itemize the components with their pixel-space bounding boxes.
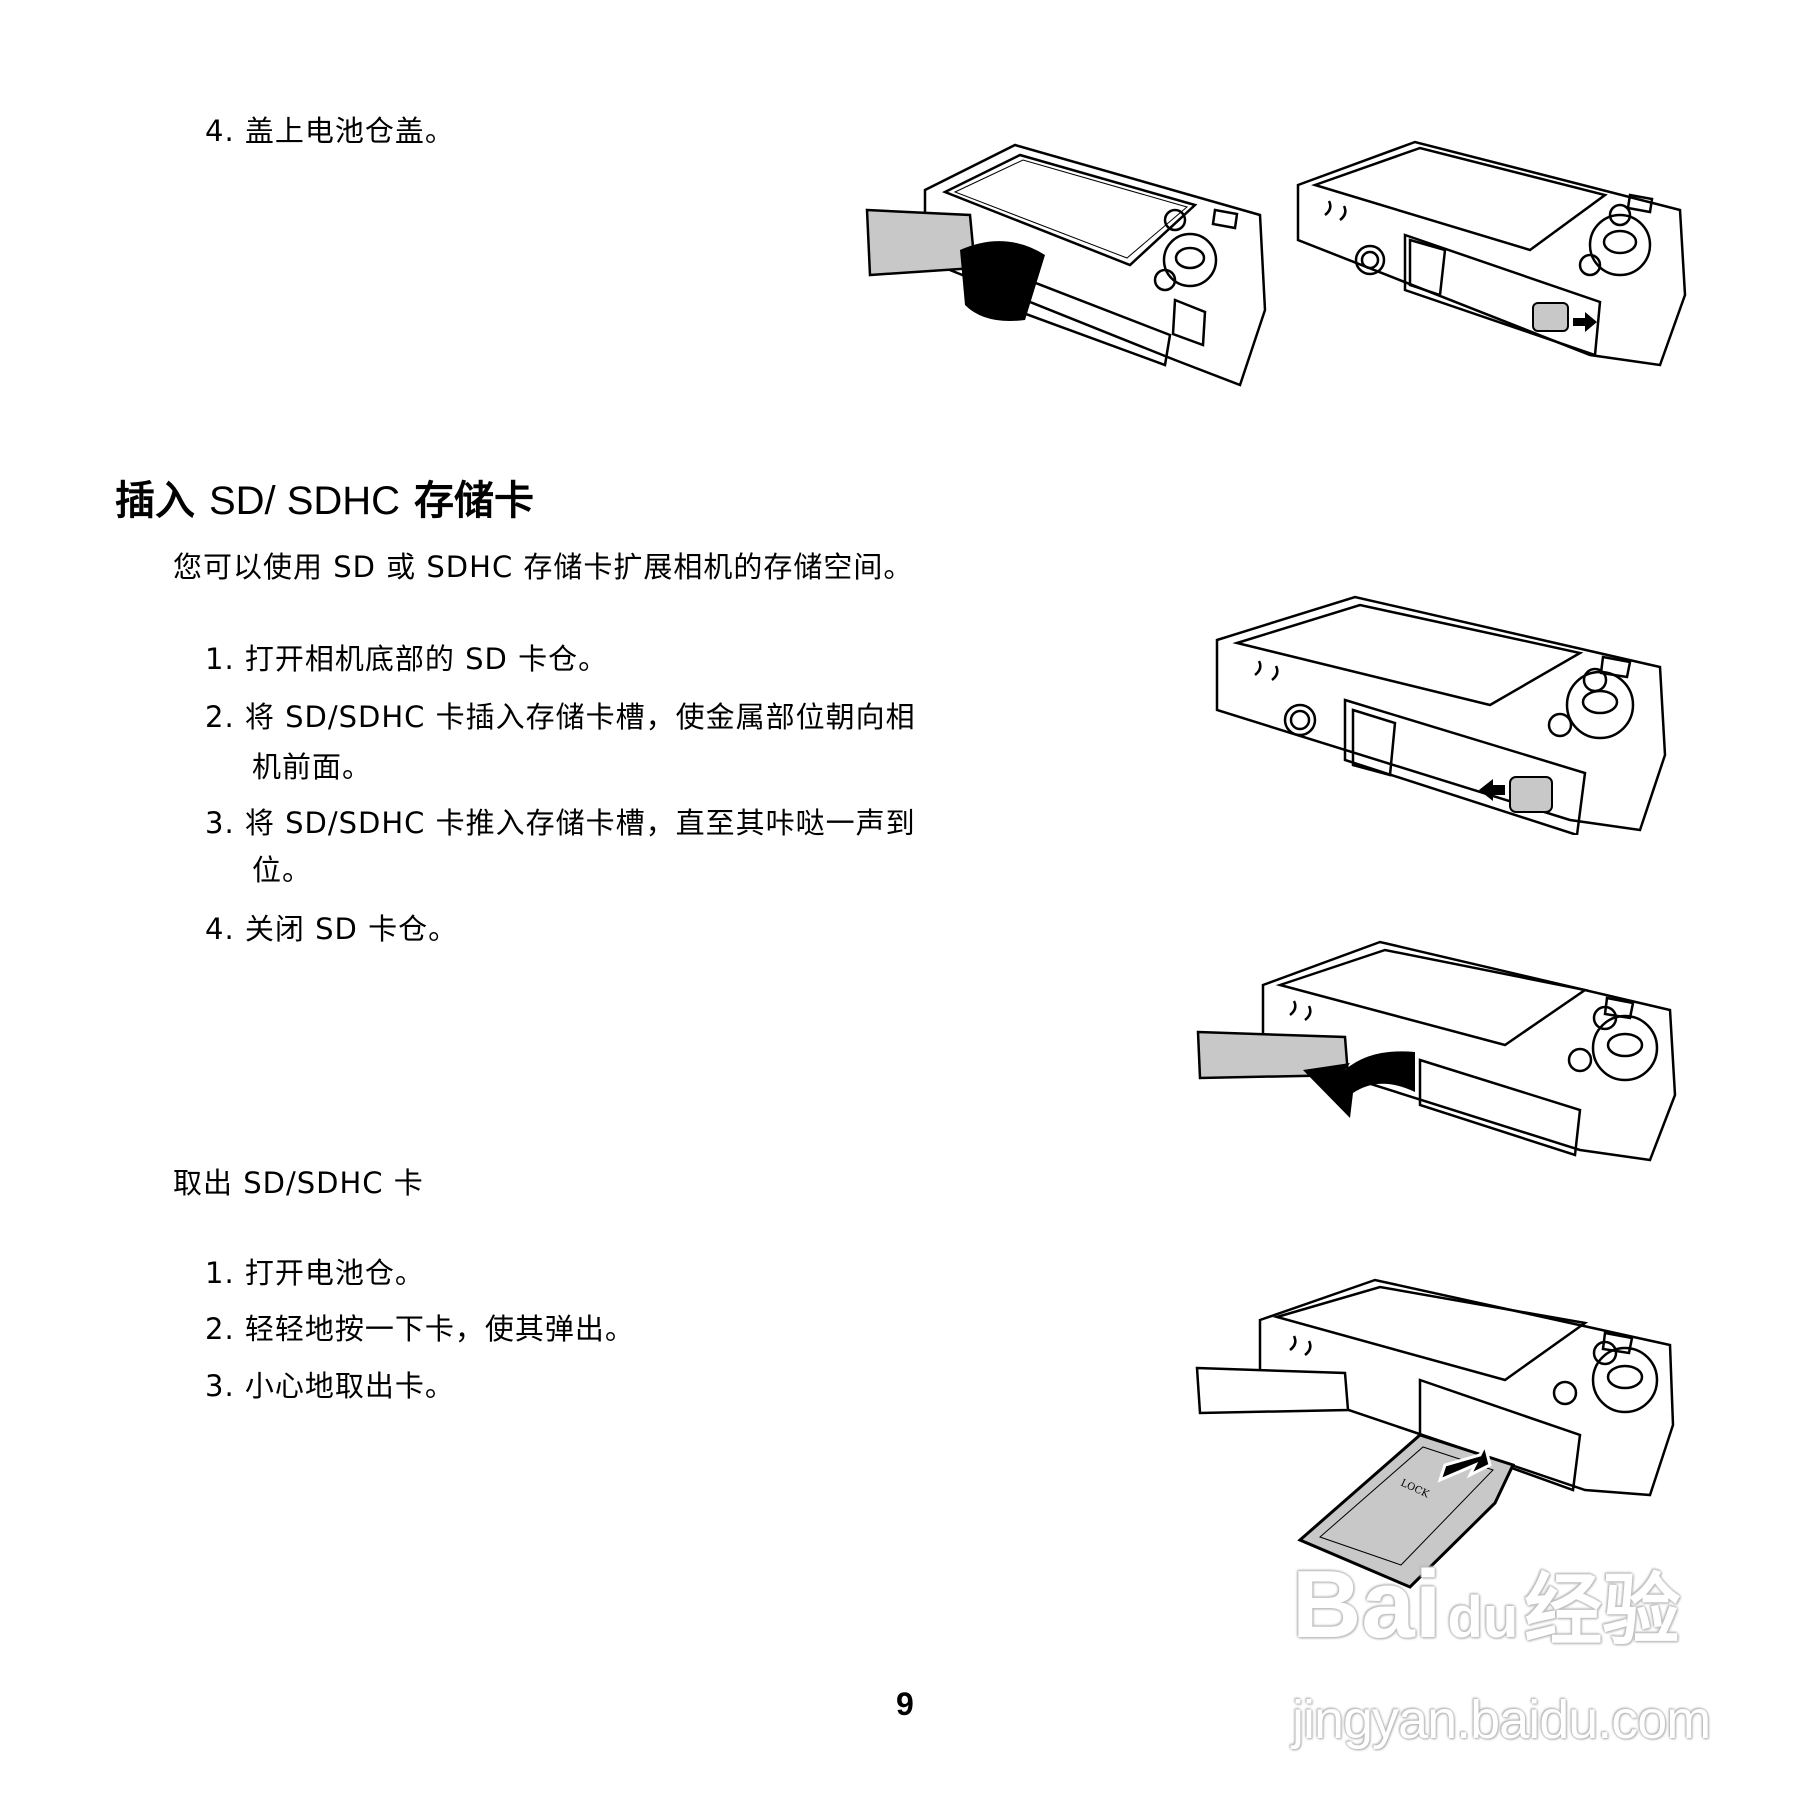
remove-step-1: 1. 打开电池仓。: [205, 1256, 425, 1290]
watermark-logo-bai: Bai: [1292, 1551, 1442, 1658]
camera-bottom-lock-illustration: [1290, 130, 1690, 370]
insert-step-2-cont: 机前面。: [252, 750, 373, 784]
section-heading-insert-sd: 插入 SD/ SDHC 存储卡: [115, 478, 534, 524]
page-number: 9: [896, 1686, 914, 1722]
insert-step-3: 3. 将 SD/SDHC 卡推入存储卡槽，直至其咔哒一声到: [205, 806, 916, 840]
watermark-url: jingyan.baidu.com: [1292, 1690, 1711, 1750]
insert-step-4: 4. 关闭 SD 卡仓。: [205, 912, 459, 946]
watermark-logo-jingyan: 经验: [1524, 1566, 1681, 1654]
camera-sd-card-illustration: LOCK: [1195, 1275, 1680, 1590]
camera-icon: [1215, 595, 1667, 835]
close-battery-cover-step: 4. 盖上电池仓盖。: [205, 114, 455, 148]
insert-step-3-cont: 位。: [252, 853, 313, 887]
heading-text-sd-sdhc: SD/ SDHC: [208, 479, 401, 523]
camera-open-compartment-illustration: [1205, 585, 1670, 835]
remove-step-3: 3. 小心地取出卡。: [205, 1369, 455, 1403]
remove-step-2: 2. 轻轻地按一下卡，使其弹出。: [205, 1312, 635, 1346]
section-heading-remove-sd: 取出 SD/SDHC 卡: [173, 1166, 424, 1200]
camera-icon: [1296, 140, 1687, 367]
insert-step-1: 1. 打开相机底部的 SD 卡仓。: [205, 642, 609, 676]
camera-icon: [1196, 940, 1677, 1162]
heading-text-insert: 插入: [115, 478, 195, 524]
insert-step-2: 2. 将 SD/SDHC 卡插入存储卡槽，使金属部位朝向相: [205, 700, 916, 734]
sd-card-icon: LOCK: [1195, 1278, 1675, 1589]
intro-paragraph: 您可以使用 SD 或 SDHC 存储卡扩展相机的存储空间。: [173, 550, 914, 584]
camera-close-compartment-illustration: [1195, 930, 1680, 1165]
camera-icon: [865, 143, 1267, 387]
heading-text-memory-card: 存储卡: [414, 478, 535, 524]
camera-close-cover-illustration: [865, 130, 1275, 392]
watermark-logo-du: du: [1447, 1585, 1519, 1650]
